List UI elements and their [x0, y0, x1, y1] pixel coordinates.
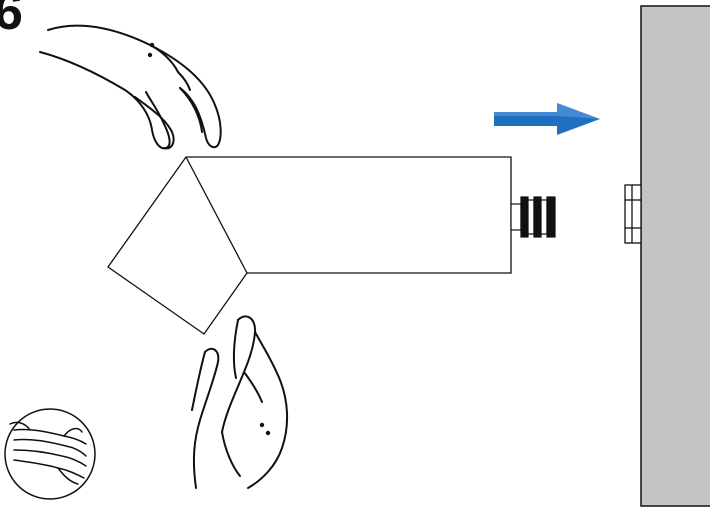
wall-panel — [640, 5, 710, 507]
gloves-icon — [4, 408, 96, 500]
hand-top-icon — [39, 24, 222, 150]
cartridge-nozzle — [510, 196, 556, 238]
right-arrow-icon — [494, 103, 600, 135]
step-label: 6 — [0, 0, 23, 41]
hand-bottom-icon — [191, 315, 289, 489]
wall-fitting — [624, 184, 642, 244]
cartridge-body — [107, 156, 512, 335]
